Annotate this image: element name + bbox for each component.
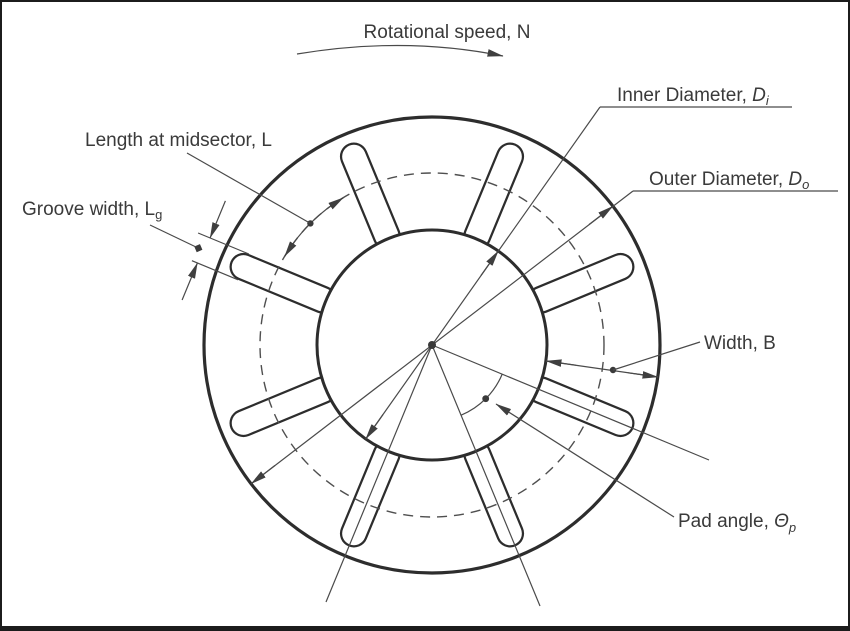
midsector-leader [186, 152, 311, 224]
rotational-speed-label: Rotational speed, N [364, 22, 531, 43]
groove-width-leader [149, 224, 197, 248]
pad-boundary-line [431, 344, 710, 461]
groove-width-label: Groove width, Lg [22, 199, 162, 222]
rotation-direction-arrow [296, 44, 504, 57]
groove [527, 252, 635, 314]
groove-width-annotation: Groove width, Lg [22, 199, 250, 301]
midsector-length-annotation: Length at midsector, L [85, 130, 344, 257]
inner-diameter-label: Inner Diameter, Di [617, 85, 770, 108]
pad-angle-leader [495, 403, 675, 518]
inner-diameter-dimension: Inner Diameter, Di [365, 85, 792, 440]
pad-angle-label: Pad angle, Θp [678, 511, 796, 535]
outer-diameter-dimension: Outer Diameter, Do [250, 169, 838, 485]
pad-angle-annotation: Pad angle, Θp [325, 344, 796, 607]
groove [463, 142, 525, 250]
pad-angle-dot [482, 395, 490, 403]
width-dimension: Width, B [545, 333, 776, 379]
pad-boundary-line [325, 344, 433, 603]
width-label: Width, B [704, 333, 776, 354]
groove [229, 252, 337, 314]
groove-width-leader-dot [194, 244, 203, 253]
width-leader [612, 341, 701, 371]
midsector-dashed-circle [259, 172, 605, 518]
groove [229, 376, 337, 438]
groove-width-extension-line [191, 260, 239, 281]
rotational-speed-annotation: Rotational speed, N [296, 22, 531, 57]
center-dot [428, 341, 436, 349]
groove [339, 142, 401, 250]
outer-diameter-label: Outer Diameter, Do [649, 169, 809, 192]
groove-width-extension-line [197, 232, 250, 255]
pad-boundary-line [431, 344, 541, 607]
midsector-length-label: Length at midsector, L [85, 130, 272, 151]
